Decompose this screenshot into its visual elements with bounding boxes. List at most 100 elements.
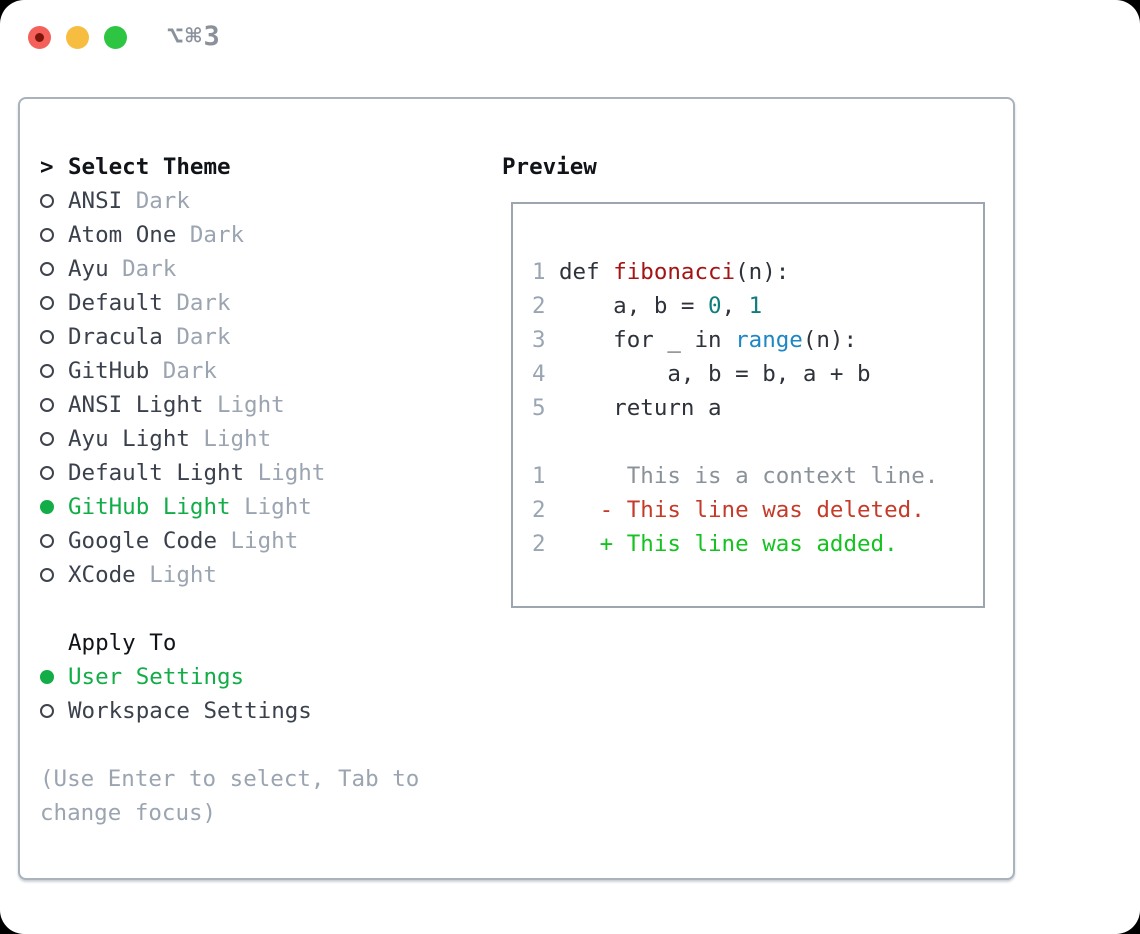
theme-variant-badge: Dark — [122, 256, 177, 282]
theme-name: ANSI Light — [68, 392, 204, 418]
radio-unselected-icon — [40, 568, 68, 582]
theme-name: XCode — [68, 562, 136, 588]
apply-option-workspace-settings[interactable]: Workspace Settings — [40, 694, 490, 728]
theme-option-xcode[interactable]: XCode Light — [40, 558, 490, 592]
hint-line: (Use Enter to select, Tab to — [40, 766, 420, 792]
theme-variant-badge: Dark — [189, 222, 245, 248]
radio-selected-icon — [40, 500, 68, 514]
preview-blank-line — [532, 425, 983, 459]
token-plain: def — [559, 259, 614, 285]
line-number: 1 — [532, 259, 546, 285]
apply-option-label: Workspace Settings — [68, 698, 312, 724]
line-number: 2 — [532, 293, 546, 319]
apply-to-header: Apply To — [40, 626, 490, 660]
theme-variant-badge: Dark — [176, 324, 231, 350]
radio-unselected-icon — [40, 432, 68, 446]
apply-option-user-settings[interactable]: User Settings — [40, 660, 490, 694]
theme-name: Atom One — [68, 222, 177, 248]
theme-variant-badge: Dark — [162, 358, 217, 384]
theme-option-google-code[interactable]: Google Code Light — [40, 524, 490, 558]
theme-variant-badge: Dark — [135, 188, 190, 214]
radio-unselected-icon — [40, 330, 68, 344]
code-tokens: return a — [559, 395, 722, 421]
radio-unselected-icon — [40, 364, 68, 378]
token-function: fibonacci — [613, 259, 736, 285]
radio-unselected-icon — [40, 228, 68, 242]
theme-name: Ayu — [68, 256, 109, 282]
token-plain: (n): — [802, 327, 858, 353]
token-builtin: range — [735, 327, 803, 353]
code-tokens: a, b = 0, 1 — [559, 293, 762, 319]
code-tokens: for _ in range(n): — [559, 327, 857, 353]
theme-name: Default Light — [68, 460, 245, 486]
radio-selected-icon — [40, 670, 68, 684]
theme-name: Dracula — [68, 324, 163, 350]
apply-to-title: Apply To — [68, 630, 177, 656]
code-line: 4 a, b = b, a + b — [532, 357, 983, 391]
theme-option-ansi[interactable]: ANSI Dark — [40, 184, 490, 218]
token-plain: a, b = — [559, 293, 709, 319]
code-line: 5 return a — [532, 391, 983, 425]
token-plain: , — [721, 293, 749, 319]
hint-text: (Use Enter to select, Tab to change focus… — [40, 762, 490, 830]
theme-name: Google Code — [68, 528, 218, 554]
unsaved-dot-icon — [35, 33, 44, 42]
radio-unselected-icon — [40, 704, 68, 718]
theme-name: GitHub — [68, 358, 150, 384]
theme-option-github[interactable]: GitHub Dark — [40, 354, 490, 388]
code-tokens: a, b = b, a + b — [559, 361, 871, 387]
close-button[interactable] — [28, 26, 51, 49]
theme-variant-badge: Dark — [176, 290, 231, 316]
token-plain: a, b = b, a + b — [559, 361, 871, 387]
window-title: ⌥⌘3 — [167, 21, 222, 52]
theme-option-dracula[interactable]: Dracula Dark — [40, 320, 490, 354]
line-number: 2 — [532, 531, 546, 557]
diff-text: + This line was added. — [559, 531, 898, 557]
diff-line-context: 1 This is a context line. — [532, 459, 983, 493]
code-line: 1 def fibonacci(n): — [532, 255, 983, 289]
theme-name: GitHub Light — [68, 494, 231, 520]
token-plain: for _ in — [559, 327, 736, 353]
theme-name: Ayu Light — [68, 426, 190, 452]
line-number: 2 — [532, 497, 546, 523]
minimize-button[interactable] — [66, 26, 89, 49]
select-theme-title: Select Theme — [68, 154, 231, 180]
radio-unselected-icon — [40, 534, 68, 548]
preview-title: Preview — [502, 154, 597, 180]
theme-option-default[interactable]: Default Dark — [40, 286, 490, 320]
theme-name: Default — [68, 290, 163, 316]
diff-line-added: 2 + This line was added. — [532, 527, 983, 561]
line-number: 1 — [532, 463, 546, 489]
select-theme-header: > Select Theme — [40, 150, 490, 184]
theme-option-atom-one[interactable]: Atom One Dark — [40, 218, 490, 252]
radio-unselected-icon — [40, 262, 68, 276]
zoom-button[interactable] — [104, 26, 127, 49]
code-line: 3 for _ in range(n): — [532, 323, 983, 357]
code-line: 2 a, b = 0, 1 — [532, 289, 983, 323]
theme-variant-badge: Light — [216, 392, 285, 418]
code-tokens: def fibonacci(n): — [559, 259, 789, 285]
prompt-caret-icon: > — [40, 154, 54, 180]
theme-variant-badge: Light — [149, 562, 217, 588]
theme-variant-badge: Light — [244, 494, 312, 520]
apply-option-label: User Settings — [68, 664, 245, 690]
theme-variant-badge: Light — [230, 528, 299, 554]
hint-line: change focus) — [40, 800, 217, 826]
theme-option-github-light[interactable]: GitHub Light Light — [40, 490, 490, 524]
theme-option-ayu[interactable]: Ayu Dark — [40, 252, 490, 286]
token-plain: return a — [559, 395, 722, 421]
theme-name: ANSI — [68, 188, 123, 214]
token-number: 0 — [708, 293, 722, 319]
radio-unselected-icon — [40, 398, 68, 412]
theme-option-ansi-light[interactable]: ANSI Light Light — [40, 388, 490, 422]
line-number: 3 — [532, 327, 546, 353]
